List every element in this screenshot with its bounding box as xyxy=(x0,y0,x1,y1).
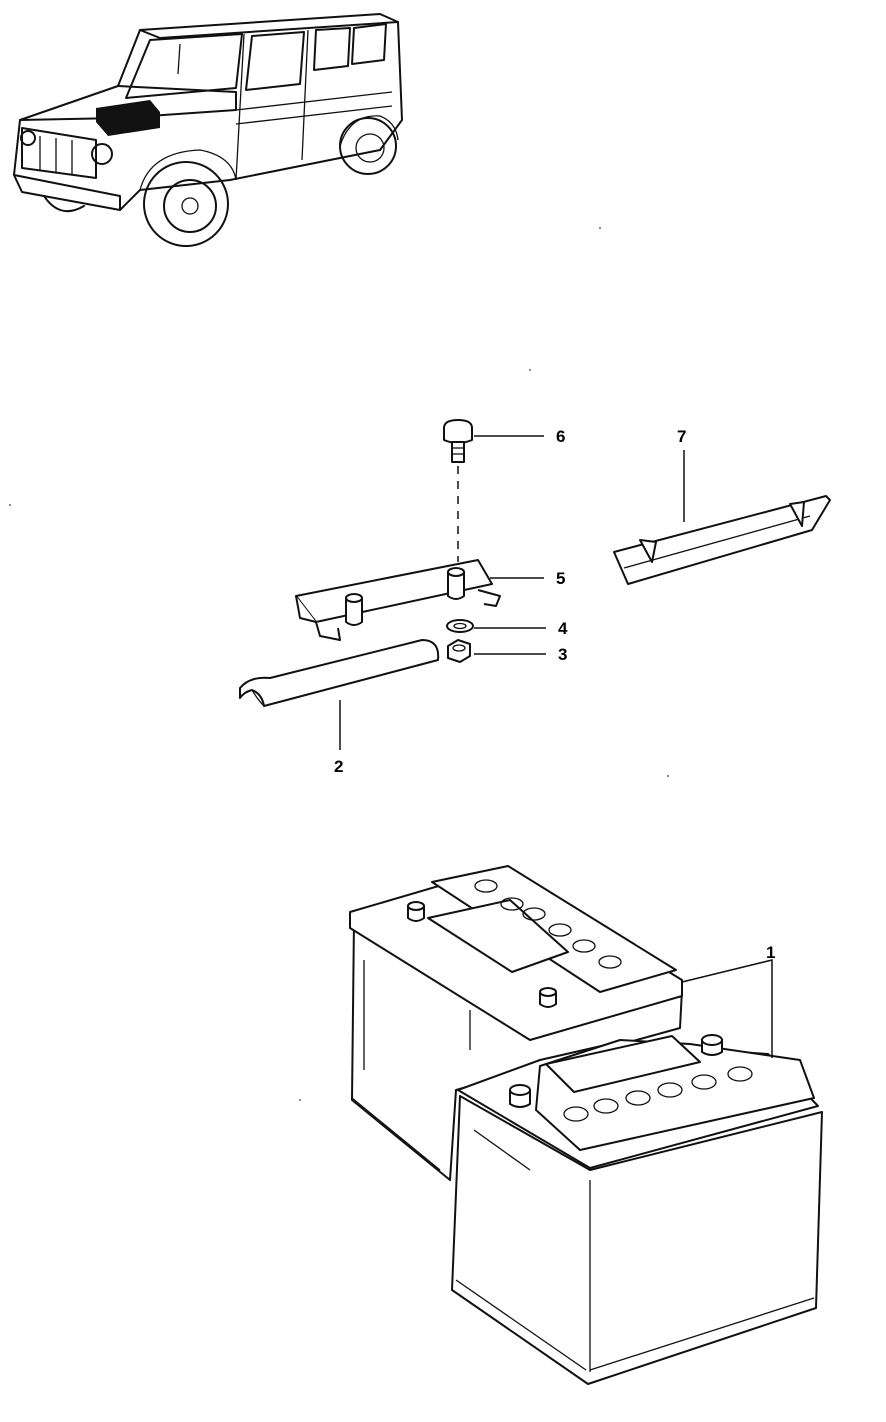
part-6-bolt xyxy=(443,419,473,562)
part-1-battery-front xyxy=(451,1034,823,1385)
part-7-holddown-bar xyxy=(613,495,831,585)
callout-4: 4 xyxy=(558,619,568,638)
callout-7: 7 xyxy=(677,427,686,446)
callout-5: 5 xyxy=(556,569,565,588)
callout-3: 3 xyxy=(558,645,567,664)
part-1-battery-rear xyxy=(349,865,683,1181)
vehicle-illustration xyxy=(13,13,403,247)
callout-6: 6 xyxy=(556,427,565,446)
callout-1: 1 xyxy=(766,943,775,962)
part-2-cover xyxy=(239,639,440,707)
part-3-nut xyxy=(447,639,471,663)
callout-2: 2 xyxy=(334,757,343,776)
part-5-bracket xyxy=(295,559,501,641)
scan-specks xyxy=(9,227,669,1101)
leader-line-1 xyxy=(681,959,773,1058)
part-4-washer xyxy=(446,619,474,633)
